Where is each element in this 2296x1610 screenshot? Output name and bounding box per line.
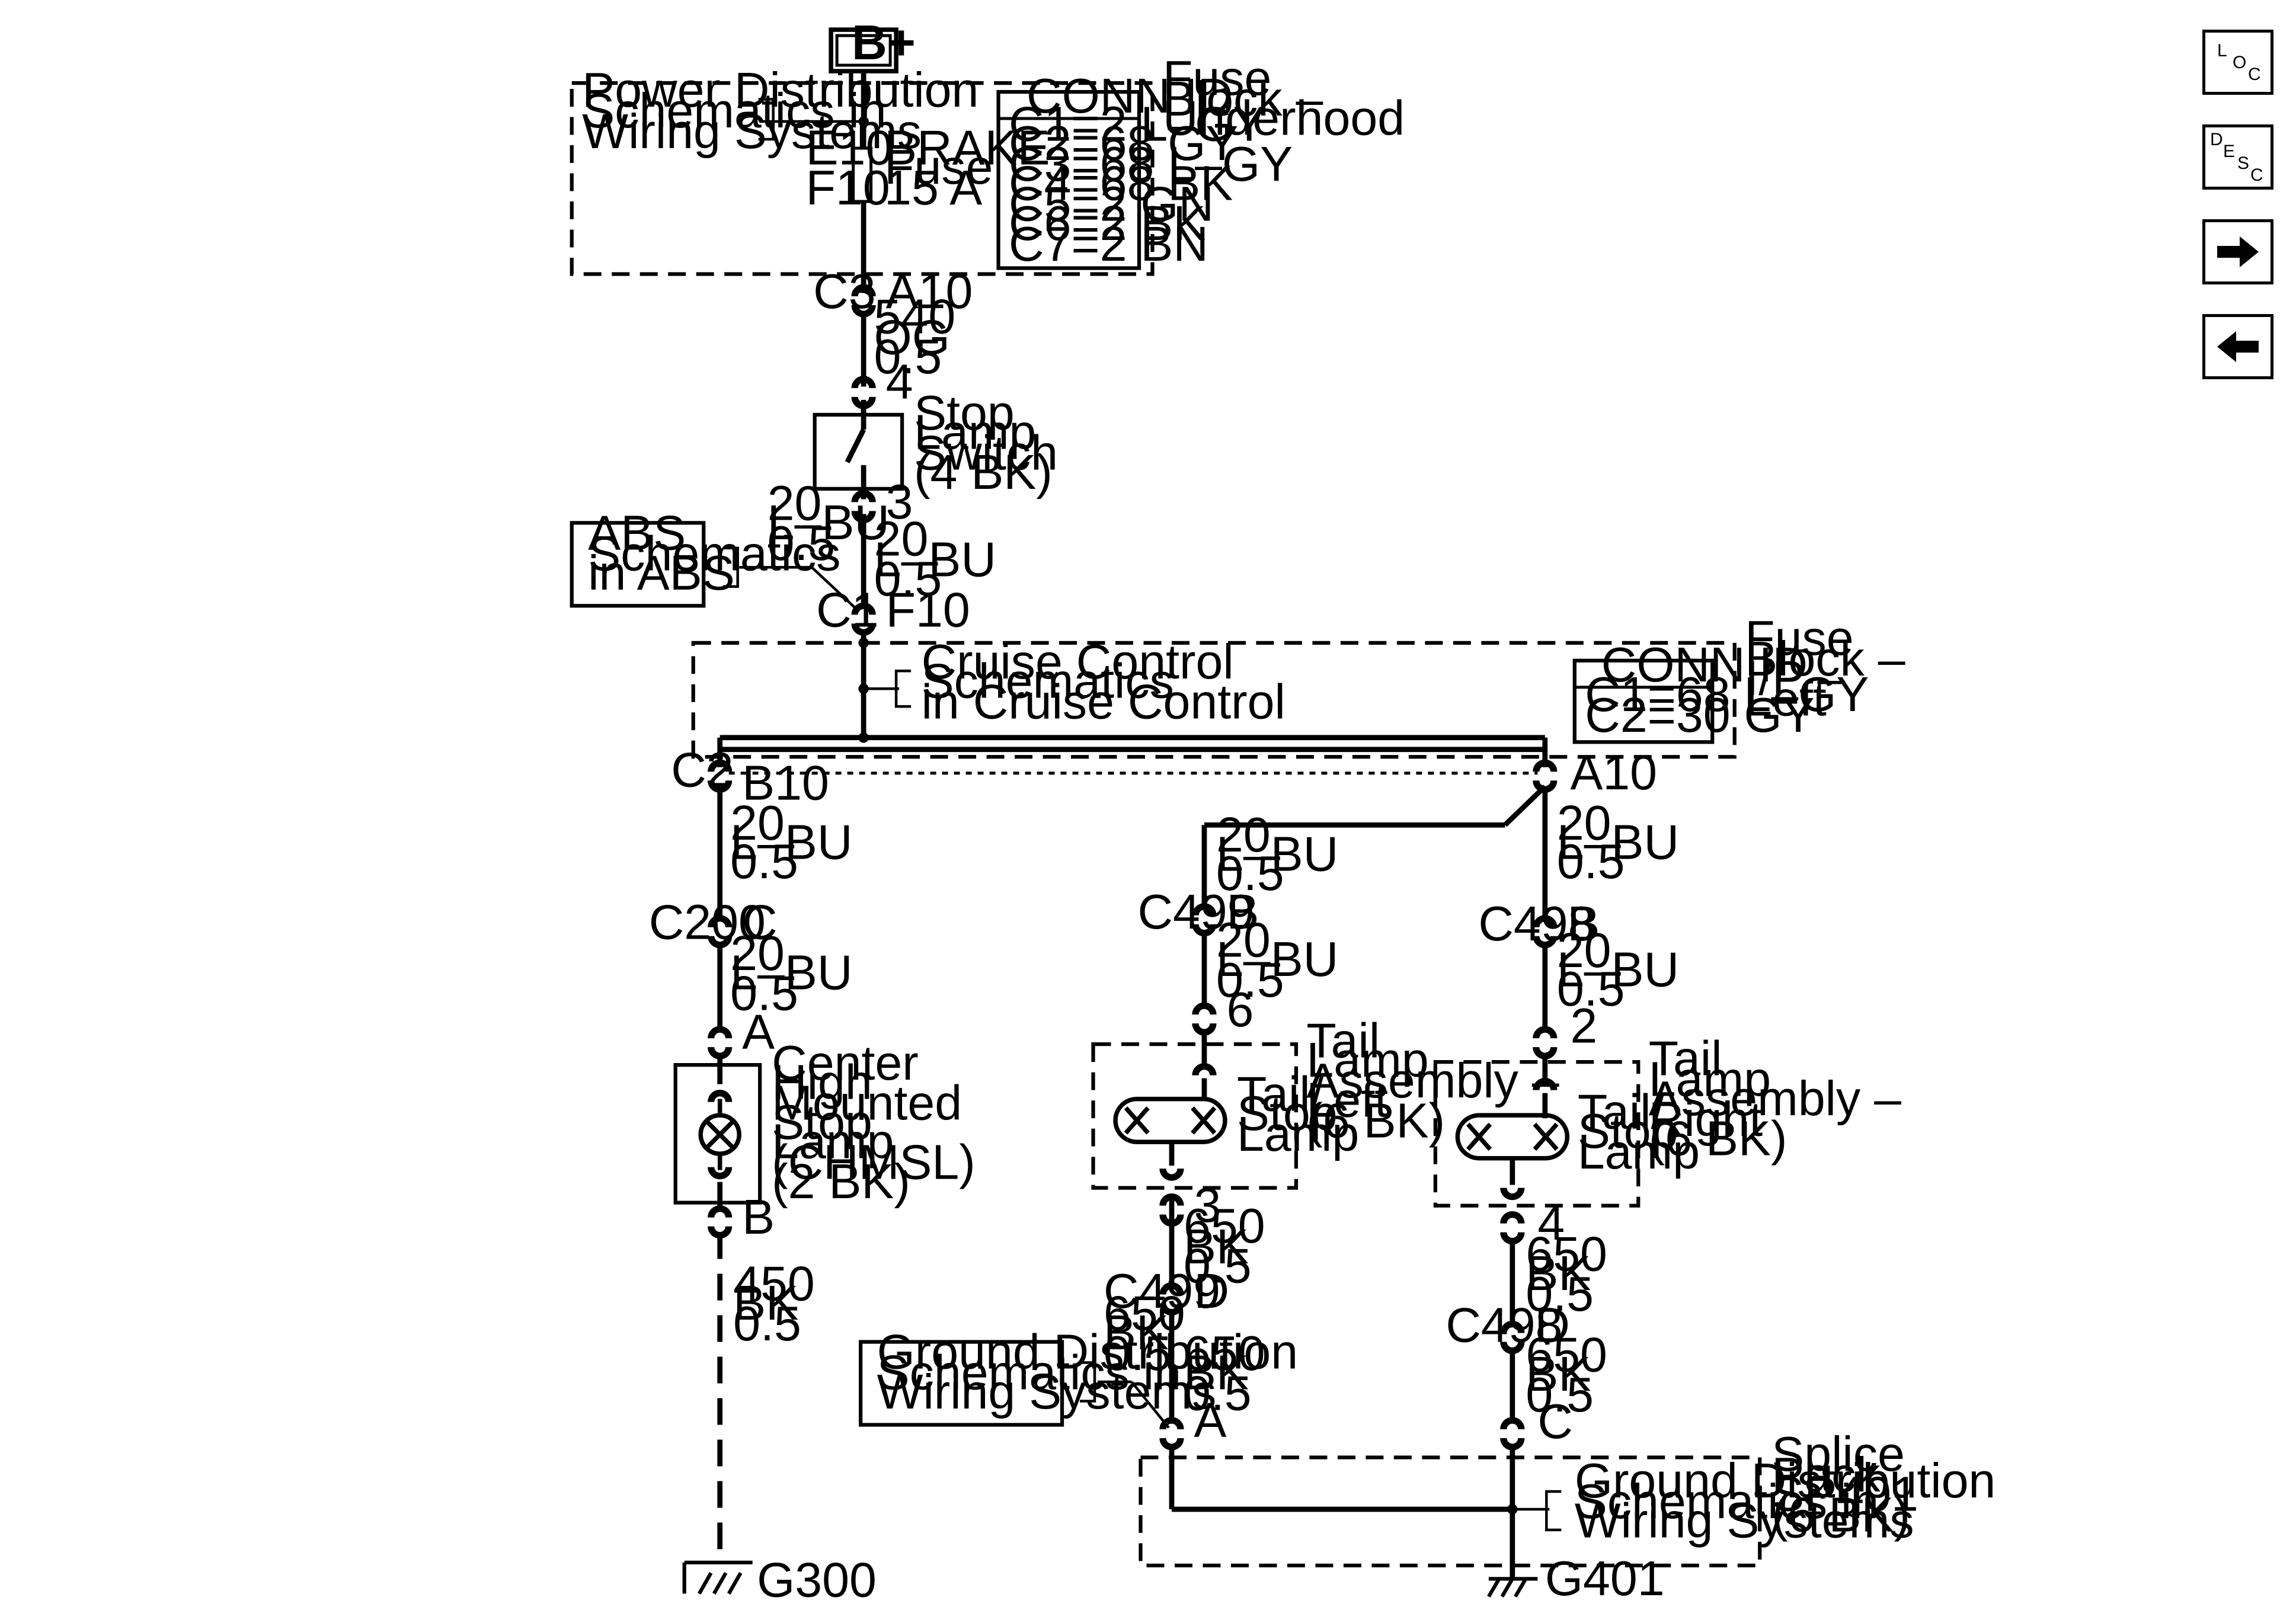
ground-dist-ref[interactable]: Ground Distribution Schematics in Wiring… (877, 1325, 1312, 1419)
left-wire-a-label: 20 L–BU 0.5 (730, 796, 866, 889)
power-dist-ref[interactable]: Power Distribution Schematics in Wiring … (582, 63, 992, 159)
conn-id-underhood-rows: C1=2 L–GY C2=68 GY C3=68 L–GY C4=68 BK C… (1009, 97, 1306, 271)
tail-lamp-right-outline (1433, 1060, 1641, 1208)
tail-stop-right-label: Tail/ Stop Lamp (1578, 1085, 1700, 1179)
wire-540-label: 540 OG 0.5 (874, 289, 970, 383)
abs-ref-box (570, 521, 706, 608)
desc-button[interactable]: D E S C (2202, 124, 2273, 190)
mid-wire-b-label: 20 L–BU 0.5 (1216, 913, 1352, 1007)
c2-conn-label: C2 (671, 742, 733, 797)
cruise-ref[interactable]: Cruise Control Schematics in Cruise Cont… (922, 635, 1285, 729)
fuse-pin-bottom: F10 (806, 161, 890, 215)
tail-stop-lamp-right-icon (1455, 1113, 1570, 1161)
c499-top-pin-label: B (1226, 885, 1259, 939)
fuse-label: BRAKE Fuse 15 A (884, 121, 1064, 215)
right-wire-a-label: 20 L–BU 0.5 (1557, 796, 1693, 889)
splice-ground-dist-ref[interactable]: Ground Distribution Schematics in Wiring… (1575, 1454, 2009, 1548)
mid-pin-3: 3 (1194, 1178, 1221, 1233)
c200-conn-label: C200 (649, 895, 766, 950)
c498-bottom-pin-label: D (1534, 1298, 1570, 1353)
tail-lamp-left-assembly-label: Tail Lamp Assembly – Left (6 BK) (1306, 1014, 1572, 1148)
fuse-block-underhood-label: Fuse Block – Underhood (1163, 51, 1405, 145)
previous-button[interactable] (2202, 314, 2273, 379)
abs-ref[interactable]: ABS Schematics in ABS (588, 505, 854, 600)
c499-bottom-conn-label: C499 (1104, 1264, 1220, 1318)
abs-wire-label: 20 L–BU 0.5 (768, 476, 903, 570)
conn-id-ip-table (1572, 658, 1715, 744)
ground-g300-icon (682, 1560, 753, 1595)
c1-pin-label: F10 (886, 582, 970, 637)
splice-dot (1507, 1504, 1518, 1515)
mid-wire-a-label: 20 L–BU 0.5 (1216, 808, 1352, 901)
splice-dot (858, 683, 869, 694)
loc-letter-o: O (2233, 53, 2246, 72)
right-wire-c-label: 650 BK 0.5 (1526, 1227, 1621, 1321)
conn-id-ip-header: CONN ID (1601, 638, 1808, 692)
fuse-block-ip-outline (691, 641, 1737, 759)
mid-wire-c-label: 650 BK 0.5 (1184, 1199, 1279, 1293)
g300-label: G300 (757, 1553, 877, 1607)
fuse-pin-top: E10 (806, 121, 893, 175)
splice-dot (858, 116, 869, 127)
stop-lamp-switch-box (813, 412, 904, 491)
main-wire-label: 20 L–BU 0.5 (874, 511, 1010, 606)
mid-pin-6: 6 (1226, 982, 1253, 1037)
g401-label: G401 (1545, 1551, 1665, 1606)
mid-wire-d-right-label: 650 BK 0.5 (1184, 1326, 1279, 1420)
right-pin-c: C (1537, 1394, 1573, 1449)
tail-lamp-right-assembly-label: Tail Lamp Assembly – Right (6 BK) (1649, 1032, 1915, 1166)
conn-id-underhood-table (996, 89, 1141, 270)
splice-pack-label: Splice Pack SP401 (6 BK) (1771, 1427, 1932, 1542)
mid-wire-d-left-label: 650 BK 0.5 (1104, 1286, 1199, 1381)
right-wire-b-label: 20 L–BU 0.5 (1557, 923, 1693, 1016)
c498-top-pin-label: B (1567, 897, 1600, 951)
arrow-right-icon (2217, 236, 2259, 267)
c3-conn-label: C3 (813, 264, 875, 319)
tail-stop-left-label: Tail/ Stop Lamp (1237, 1067, 1359, 1161)
c3-pin-label: A10 (886, 264, 973, 319)
splice-pack-outline (1139, 1455, 1762, 1568)
c1-conn-label: C1 (816, 582, 878, 637)
fuse-block-ip-label: Fuse Block – I/P – Left (1745, 611, 1918, 726)
right-pin-4: 4 (1537, 1196, 1565, 1250)
mid-pin-a: A (1194, 1393, 1226, 1447)
splice-dot (858, 732, 869, 743)
c499-bottom-pin-label: D (1194, 1264, 1229, 1318)
loc-button[interactable]: L O C (2202, 30, 2273, 95)
arrow-left-icon (2217, 331, 2259, 362)
c200-pin-label: C (742, 895, 778, 950)
c498-bottom-conn-label: C498 (1446, 1298, 1562, 1353)
stop-lamp-switch-label: Stop Lamp Switch (4 BK) (914, 386, 1072, 500)
tail-stop-lamp-left-icon (1113, 1096, 1227, 1144)
chmsl-pin-a: A (742, 1005, 775, 1060)
conn-id-underhood-header: CONN ID (1027, 69, 1233, 123)
desc-letter-e: E (2223, 142, 2235, 161)
c2-b10-label: B10 (742, 756, 829, 811)
ground-g401-icon (1487, 1577, 1538, 1598)
tail-lamp-left-outline (1091, 1042, 1299, 1190)
c499-top-conn-label: C499 (1138, 885, 1255, 939)
splice-dot (858, 638, 869, 648)
switch-pin-top: 4 (886, 354, 913, 409)
c2-a10-label: A10 (1570, 745, 1657, 800)
desc-letter-s: S (2237, 153, 2249, 173)
right-wire-d-label: 650 BK 0.5 (1526, 1328, 1621, 1422)
right-pin-2: 2 (1570, 999, 1597, 1054)
chmsl-label: Center High Mounted Stop Lamp (CHMSL) (2… (772, 1036, 989, 1209)
next-button[interactable] (2202, 219, 2273, 284)
chmsl-lamp-icon (698, 1099, 741, 1170)
switch-pin-bottom: 3 (886, 475, 913, 529)
c498-top-conn-label: C498 (1478, 897, 1595, 951)
left-wire-b-label: 20 L–BU 0.5 (730, 926, 866, 1020)
loc-letter-c: C (2248, 65, 2261, 84)
loc-letter-l: L (2217, 41, 2227, 60)
power-label: B+ (852, 15, 916, 70)
desc-letter-c: C (2250, 165, 2263, 185)
desc-letter-d: D (2210, 130, 2223, 149)
conn-id-ip-rows: C1=68 L–GY C2=30 GY (1585, 667, 1882, 742)
chmsl-pin-b: B (742, 1190, 775, 1244)
ground-dist-ref-box (859, 1340, 1064, 1427)
ground-wire-450-label: 450 BK 0.5 (733, 1257, 829, 1351)
